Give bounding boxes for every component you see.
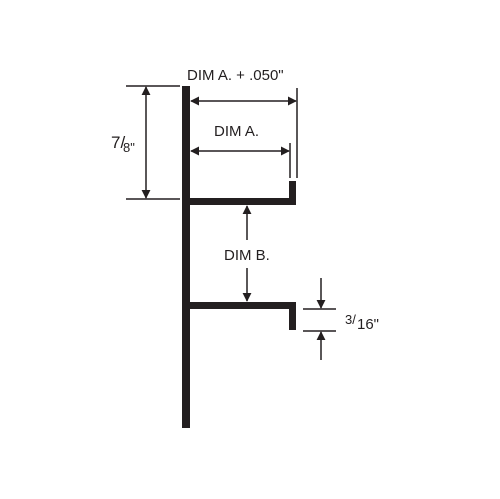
dimension-lines <box>126 85 336 360</box>
gap-label-denominator: 16" <box>357 316 379 333</box>
upper-flange <box>186 198 296 205</box>
gap-label: 3/ 16" <box>345 312 379 333</box>
vertical-spine <box>182 86 190 428</box>
gap-label-numerator: 3/ <box>345 312 356 327</box>
height-label-denominator: 8" <box>123 140 135 155</box>
dim-b-label: DIM B. <box>224 247 270 264</box>
dim-a-label: DIM A. <box>214 123 259 140</box>
height-label-numerator: 7/ <box>111 133 125 152</box>
dim-a-plus-label: DIM A. + .050" <box>187 67 284 84</box>
extrusion-profile <box>182 86 296 428</box>
height-label: 7/ 8" <box>111 133 135 155</box>
lower-flange <box>186 302 296 309</box>
lower-flange-lip <box>289 302 296 330</box>
upper-flange-lip <box>289 181 296 205</box>
